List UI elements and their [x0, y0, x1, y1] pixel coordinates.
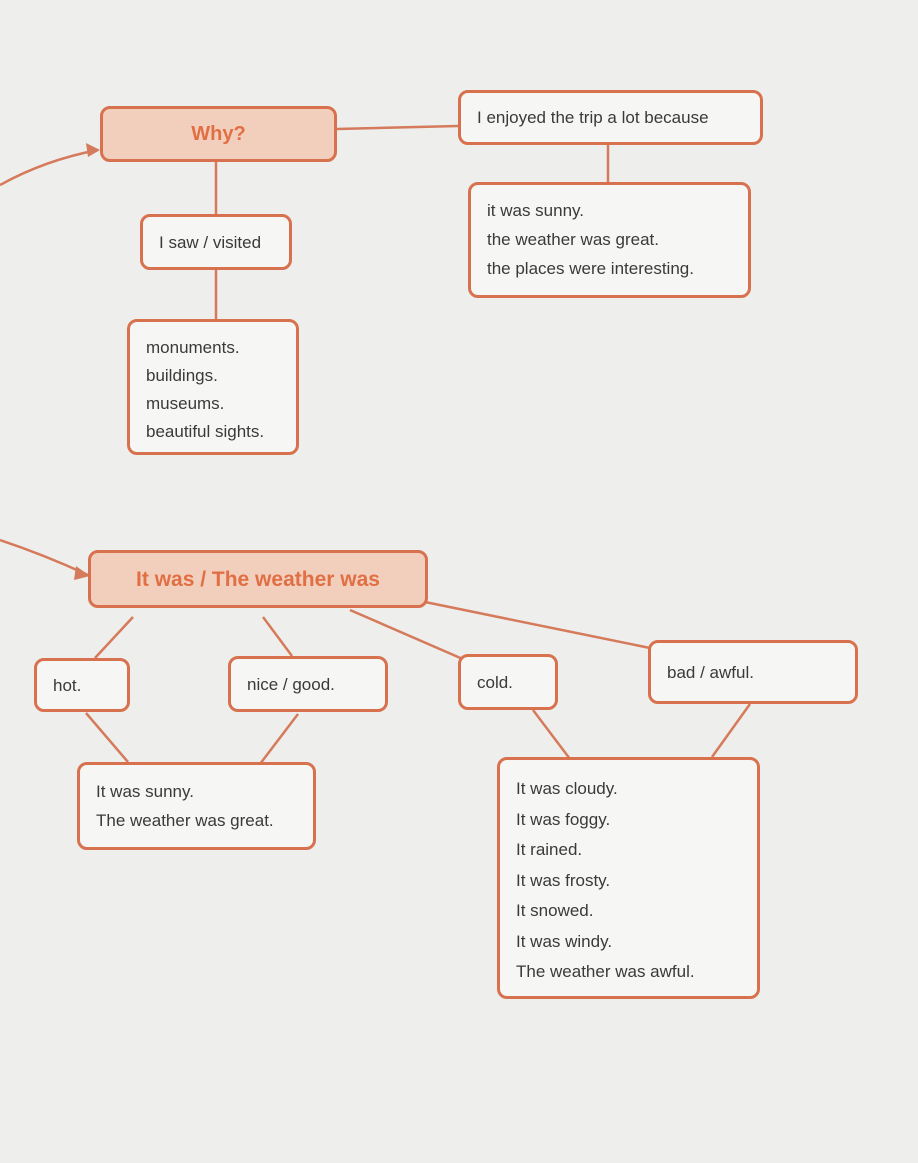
- option-nice: nice / good.: [247, 674, 335, 694]
- reason-item: the places were interesting.: [487, 259, 694, 278]
- line-heading-cold: [349, 608, 466, 662]
- line-heading-bad: [424, 600, 651, 650]
- arrowhead-weather: [74, 566, 90, 580]
- why-label: Why?: [191, 122, 246, 145]
- visited-box: I saw / visited: [140, 214, 292, 270]
- bad-example: It was frosty.: [516, 870, 611, 890]
- good-examples-box: It was sunny. The weather was great.: [77, 762, 316, 850]
- reasons-box: it was sunny. the weather was great. the…: [468, 182, 751, 298]
- bad-example: It was foggy.: [516, 809, 611, 829]
- visited-item: monuments.: [146, 338, 240, 357]
- line-nice-good: [259, 713, 299, 765]
- bad-example: It rained.: [516, 840, 583, 859]
- reason-item: it was sunny.: [487, 201, 585, 220]
- bad-example: It was windy.: [516, 931, 613, 951]
- bad-example: It snowed.: [516, 901, 594, 920]
- arrow-to-weather: [0, 538, 89, 577]
- arrowhead-why: [86, 143, 100, 157]
- visited-item: buildings.: [146, 366, 218, 385]
- line-why-because: [336, 124, 459, 131]
- line-hot-good: [85, 712, 129, 763]
- visited-item: museums.: [146, 394, 225, 413]
- visited-label: I saw / visited: [159, 232, 262, 252]
- good-example: The weather was great.: [96, 811, 274, 830]
- weather-heading-box: It was / The weather was: [88, 550, 428, 608]
- line-cold-bad: [532, 709, 571, 760]
- option-cold: cold.: [477, 672, 513, 692]
- good-example: It was sunny.: [96, 782, 194, 801]
- option-hot: hot.: [53, 675, 82, 695]
- option-bad-box: bad / awful.: [648, 640, 858, 704]
- option-cold-box: cold.: [458, 654, 558, 710]
- visited-item: beautiful sights.: [146, 422, 265, 441]
- option-nice-box: nice / good.: [228, 656, 388, 712]
- why-box: Why?: [100, 106, 337, 162]
- option-hot-box: hot.: [34, 658, 130, 712]
- weather-heading: It was / The weather was: [136, 567, 380, 591]
- arrow-to-why: [0, 148, 99, 187]
- bad-example: It was cloudy.: [516, 779, 618, 798]
- line-heading-hot: [94, 616, 134, 659]
- because-box: I enjoyed the trip a lot because: [458, 90, 763, 145]
- reason-item: the weather was great.: [487, 230, 659, 249]
- bad-examples-box: It was cloudy. It was foggy. It rained. …: [497, 757, 760, 999]
- option-bad: bad / awful.: [667, 662, 754, 682]
- bad-example: The weather was awful.: [516, 962, 695, 981]
- line-heading-nice: [261, 616, 294, 657]
- because-label: I enjoyed the trip a lot because: [477, 108, 709, 127]
- visited-items-box: monuments. buildings. museums. beautiful…: [127, 319, 299, 455]
- line-awful-bad: [710, 703, 752, 758]
